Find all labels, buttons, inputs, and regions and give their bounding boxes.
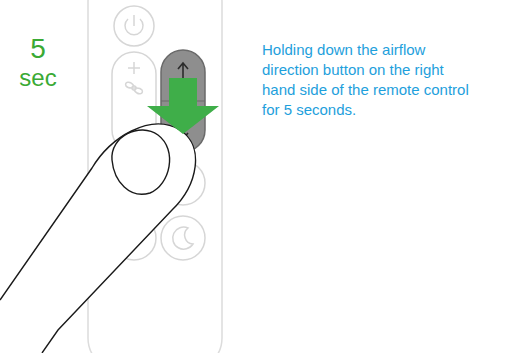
finger — [0, 124, 196, 353]
instruction-text: Holding down the airflow direction butto… — [262, 40, 472, 120]
press-arrow — [147, 78, 219, 134]
duration-number: 5 — [18, 34, 58, 64]
duration-unit: sec — [8, 64, 68, 92]
